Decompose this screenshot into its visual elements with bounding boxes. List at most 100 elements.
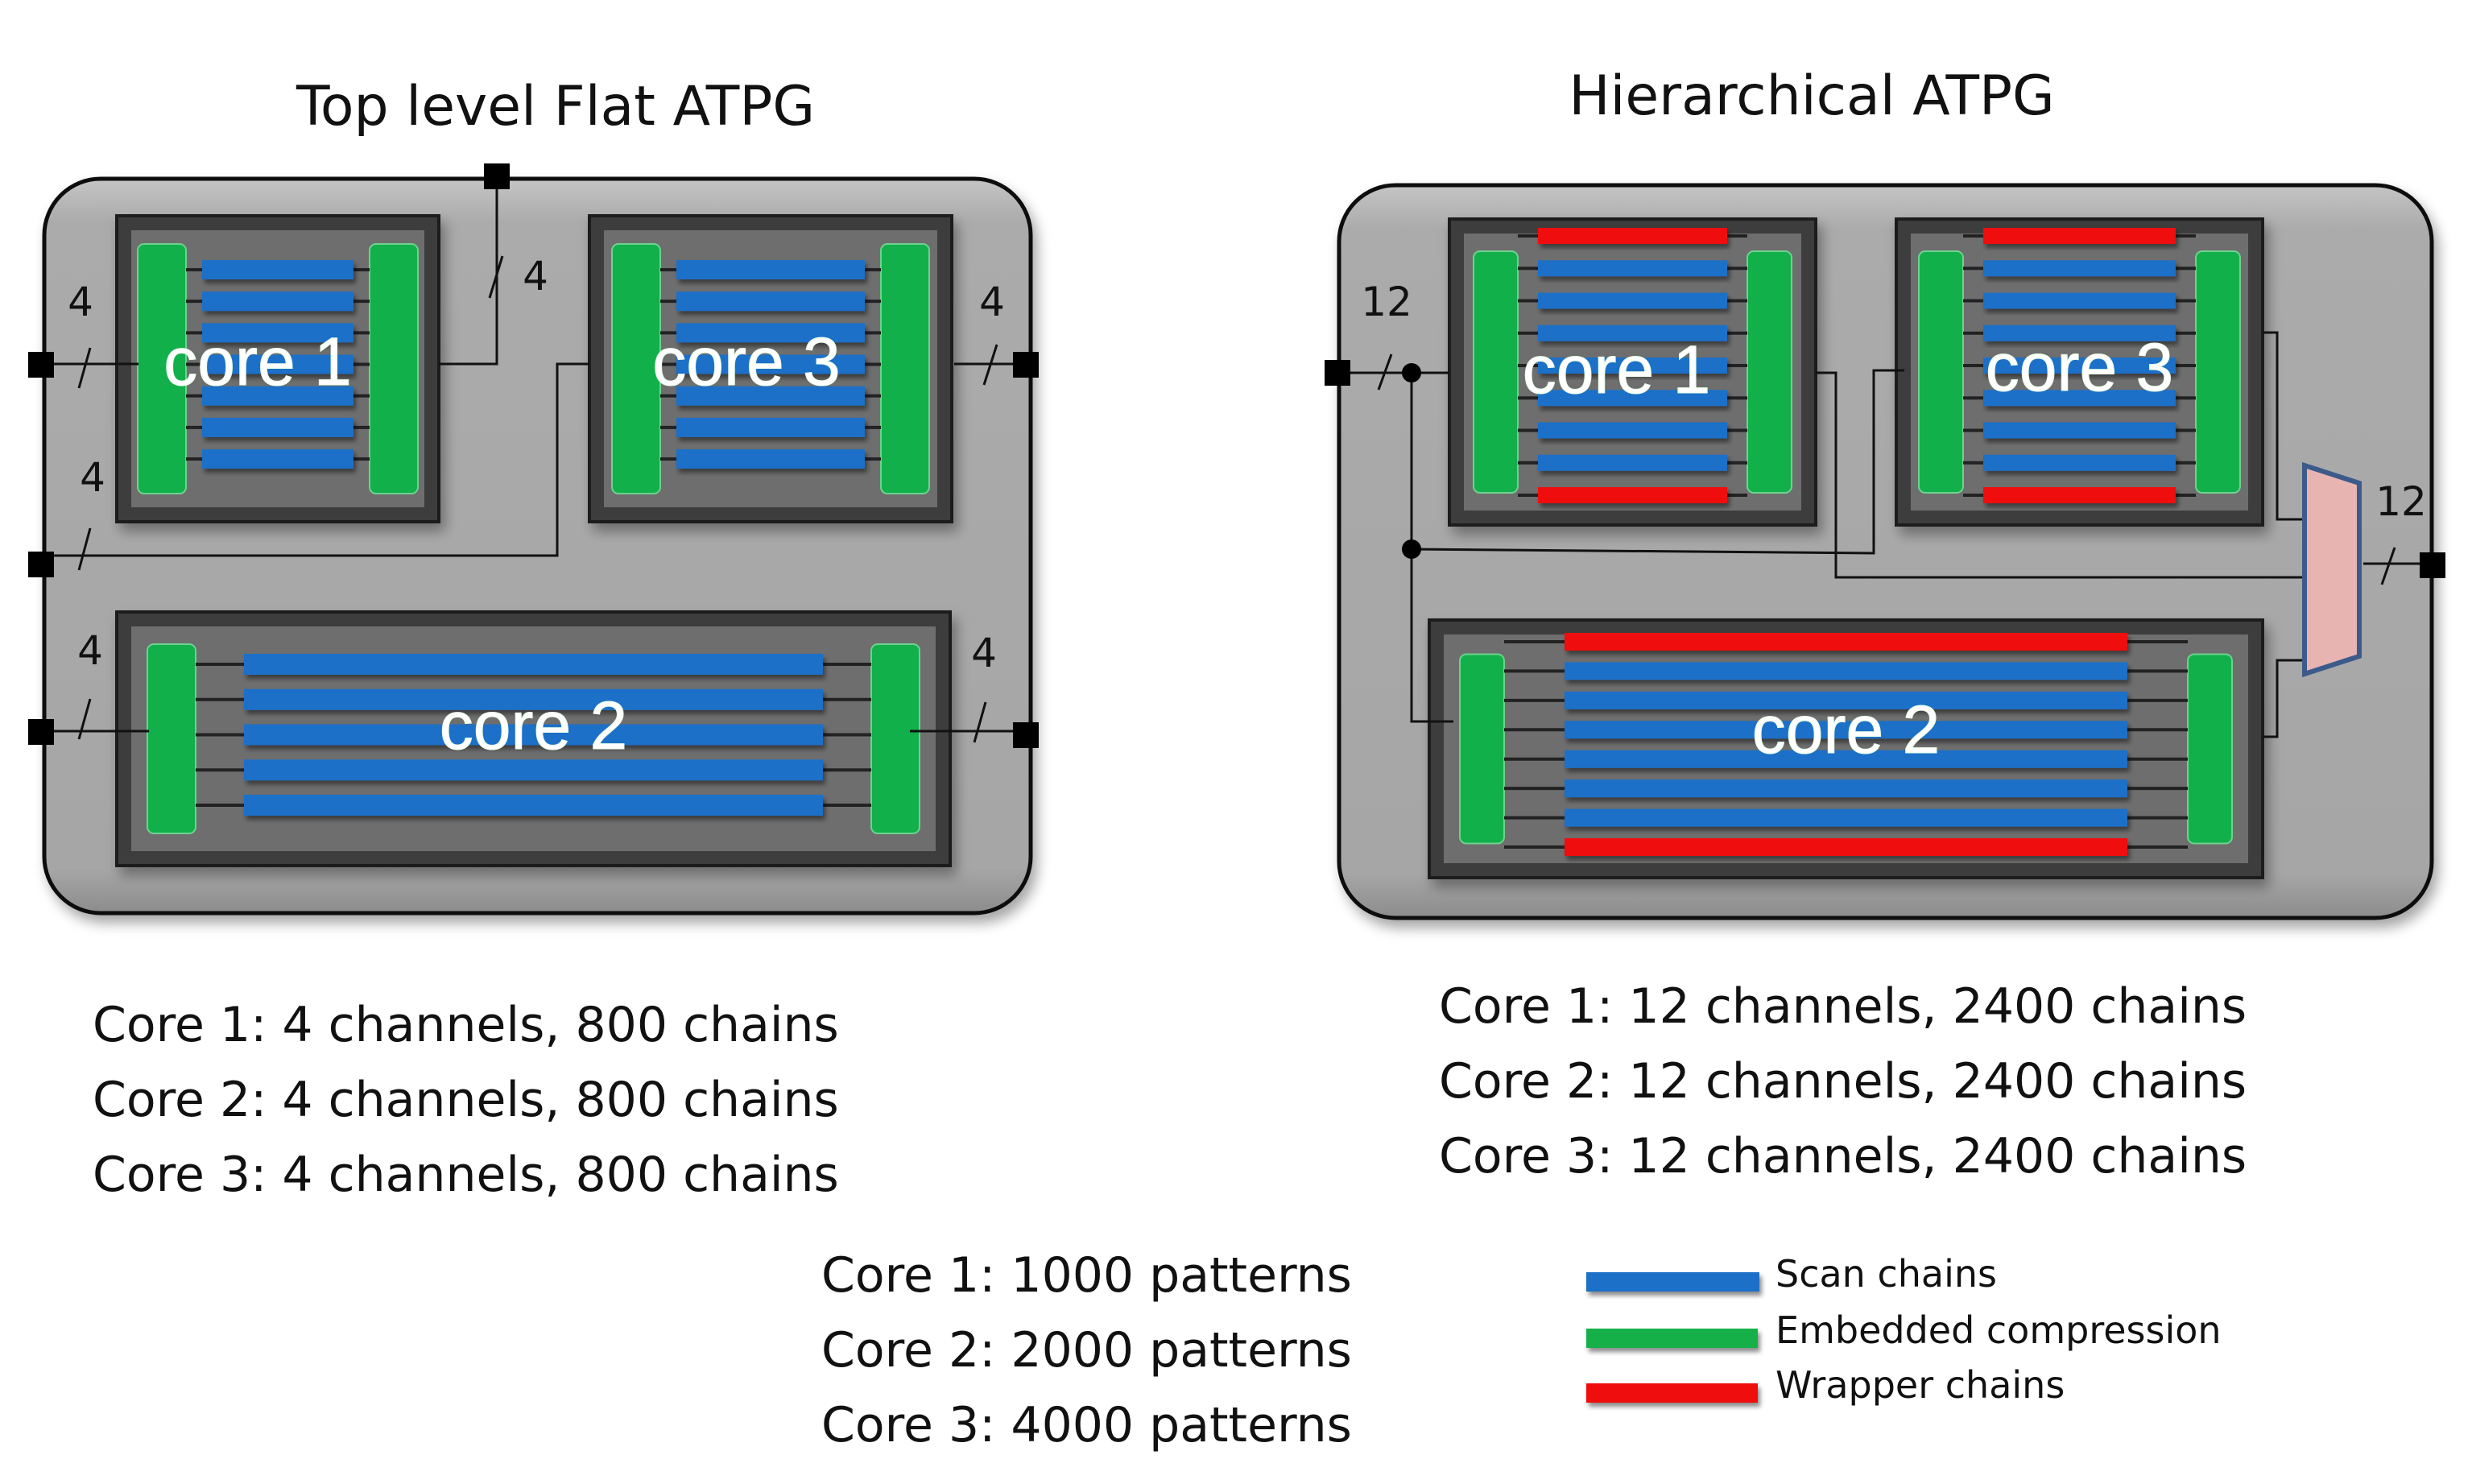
compression-block-left <box>1459 653 1505 845</box>
compression-block-left <box>1918 250 1964 494</box>
wrapper-chain <box>1538 228 1727 244</box>
scan-chain <box>1565 779 2127 798</box>
scan-chain <box>202 323 353 343</box>
scan-chain <box>202 354 353 374</box>
hier-bus-slash <box>2380 547 2396 585</box>
scan-chain <box>244 759 823 781</box>
flat-bus-label-core2-in: 4 <box>77 627 103 674</box>
pattern-line: Core 3: 4000 patterns <box>821 1397 1352 1453</box>
core-label: core 3 <box>1986 329 2173 405</box>
flat-bus-label-core1-out: 4 <box>523 253 548 300</box>
scan-chain <box>1538 292 1727 309</box>
compression-block-right <box>369 243 419 494</box>
flat-bus-label-core3-in: 4 <box>80 454 105 501</box>
flat-bus-slash <box>77 527 92 571</box>
scan-chain <box>1983 292 2176 309</box>
wrapper-chain <box>1538 487 1727 503</box>
compression-block-right <box>880 243 930 494</box>
flat-stats: Core 1: 4 channels, 800 chains Core 2: 4… <box>93 997 839 1203</box>
scan-chain <box>1983 390 2176 407</box>
scan-chain <box>676 323 865 343</box>
junction-dot <box>1402 539 1421 559</box>
hier-core3-in-wire <box>1411 369 1904 555</box>
core-label: core 1 <box>163 324 351 399</box>
wrapper-chain <box>1983 487 2176 503</box>
scan-chain <box>1565 691 2127 709</box>
scan-chain <box>676 417 865 437</box>
compression-block-left <box>1473 250 1519 494</box>
scan-chain <box>202 291 353 312</box>
scan-chain <box>1538 422 1727 439</box>
flat-bus-slash <box>488 255 504 299</box>
scan-chain <box>1565 721 2127 739</box>
scan-chain <box>676 386 865 406</box>
scan-chain <box>676 449 865 469</box>
flat-pin-core1-out <box>484 163 510 189</box>
scan-chain <box>202 260 353 279</box>
wrapper-chain <box>1983 228 2176 244</box>
output-mux <box>2302 461 2362 678</box>
flat-pin-core2-out <box>1013 722 1039 748</box>
scan-chain <box>1983 454 2176 471</box>
core-label: core 2 <box>440 688 627 763</box>
hier-core1-out-wire <box>1816 371 2305 579</box>
scan-chain <box>244 654 823 675</box>
compression-block-left <box>611 243 661 494</box>
core-label: core 1 <box>1523 332 1710 407</box>
flat-pin-core2-in <box>28 719 54 745</box>
pattern-stats: Core 1: 1000 patterns Core 2: 2000 patte… <box>821 1247 1352 1453</box>
scan-chain <box>1538 260 1727 277</box>
pattern-line: Core 1: 1000 patterns <box>821 1247 1352 1304</box>
scan-chain <box>1538 358 1727 374</box>
compression-block-right <box>870 643 920 834</box>
legend-swatch-wrapper-chains <box>1586 1383 1758 1403</box>
hier-stat-line: Core 2: 12 channels, 2400 chains <box>1439 1053 2247 1110</box>
wrapper-chain <box>1565 838 2127 856</box>
hier-core3-out-wire <box>2263 331 2305 521</box>
hier-chip: core 1 core 3 core 2 12 12 <box>1325 183 2445 920</box>
scan-chain <box>1538 454 1727 471</box>
hier-pin-input <box>1325 360 1350 386</box>
compression-block-right <box>2187 653 2233 845</box>
flat-bus-label-core1-in: 4 <box>68 279 93 325</box>
scan-chain <box>1565 750 2127 768</box>
flat-bus-label-core2-out: 4 <box>971 630 997 676</box>
scan-chain <box>1983 260 2176 277</box>
flat-core2: core 2 <box>115 610 952 867</box>
hier-title: Hierarchical ATPG <box>1569 64 2054 128</box>
hier-stat-line: Core 3: 12 channels, 2400 chains <box>1439 1128 2247 1184</box>
core-label: core 3 <box>652 324 840 399</box>
flat-core1-out-wire <box>439 179 498 366</box>
compression-block-left <box>147 643 196 834</box>
scan-chain <box>202 417 353 437</box>
flat-core3: core 3 <box>588 214 953 523</box>
hier-core3: core 3 <box>1895 217 2264 527</box>
flat-wires <box>40 179 1031 733</box>
hier-core2-out-wire <box>2263 659 2305 738</box>
legend-label: Scan chains <box>1775 1252 1997 1296</box>
compression-block-right <box>2195 250 2241 494</box>
flat-stat-line: Core 2: 4 channels, 800 chains <box>93 1072 839 1128</box>
scan-chain <box>676 291 865 312</box>
legend-label: Embedded compression <box>1775 1308 2222 1352</box>
scan-chain <box>1538 390 1727 407</box>
wrapper-chain <box>1565 633 2127 651</box>
scan-chain <box>244 795 823 816</box>
scan-chain <box>202 449 353 469</box>
hier-bus-label-input: 12 <box>1361 279 1412 325</box>
legend: Scan chains Embedded compression Wrapper… <box>1586 1252 2222 1407</box>
junction-dot <box>1402 363 1421 382</box>
flat-stat-line: Core 1: 4 channels, 800 chains <box>93 997 839 1053</box>
compression-block-right <box>1747 250 1792 494</box>
hier-core2: core 2 <box>1428 618 2264 879</box>
legend-swatch-scan-chains <box>1586 1272 1759 1292</box>
flat-chip: core 1 core 3 core 2 4 4 4 <box>28 163 1039 916</box>
legend-label: Wrapper chains <box>1775 1363 2065 1407</box>
flat-pin-core3-in <box>28 552 54 577</box>
scan-chain <box>1983 358 2176 374</box>
flat-core3-in-wire <box>40 362 589 557</box>
scan-chain <box>1983 324 2176 341</box>
hier-pin-output <box>2420 552 2445 578</box>
hier-bus-slash <box>1377 353 1393 391</box>
